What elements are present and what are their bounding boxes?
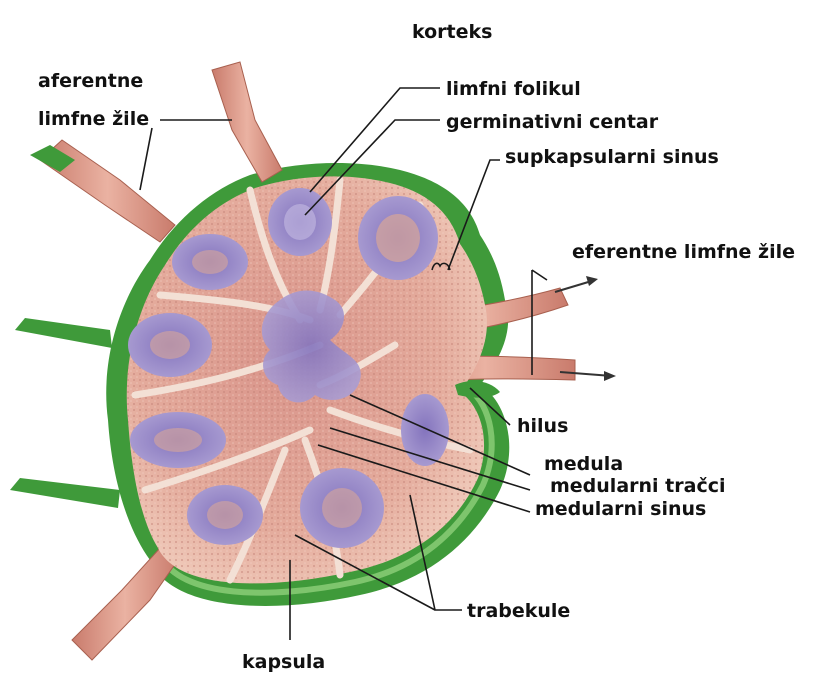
efferent-arrowhead-lower <box>604 371 616 381</box>
follicle-bottom-center-germinal <box>322 488 362 528</box>
follicle-right-lower <box>401 394 449 466</box>
follicle-top-right-germinal <box>376 214 420 262</box>
label-aferentne-line1: aferentne <box>38 70 143 92</box>
label-medularni-tracci: medularni tračci <box>550 475 725 497</box>
vessel-green-sheath-lower-left <box>10 478 120 508</box>
efferent-arrowhead-upper <box>586 276 598 286</box>
label-medula: medula <box>544 453 623 475</box>
label-kapsula: kapsula <box>242 651 325 673</box>
label-medularni-sinus: medularni sinus <box>535 498 706 520</box>
label-eferentne: eferentne limfne žile <box>572 241 795 263</box>
label-limfni-folikul: limfni folikul <box>446 78 581 100</box>
label-hilus: hilus <box>517 415 568 437</box>
label-germinativni-centar: germinativni centar <box>446 111 659 133</box>
follicle-bottom-left-germinal <box>207 501 243 529</box>
follicle-lower-left-germinal <box>154 428 202 452</box>
vessel-green-sheath-mid-left <box>15 318 112 348</box>
label-aferentne-line2: limfne žile <box>38 108 149 130</box>
label-supkapsularni-sinus: supkapsularni sinus <box>505 146 719 168</box>
label-trabekule: trabekule <box>467 600 570 622</box>
follicle-upper-left-germinal <box>192 250 228 274</box>
afferent-vessel-bottom-left <box>72 548 178 660</box>
label-korteks: korteks <box>412 21 492 43</box>
leader-aferentne <box>140 120 232 190</box>
follicle-left-germinal <box>150 331 190 359</box>
afferent-vessel-top <box>212 62 282 182</box>
